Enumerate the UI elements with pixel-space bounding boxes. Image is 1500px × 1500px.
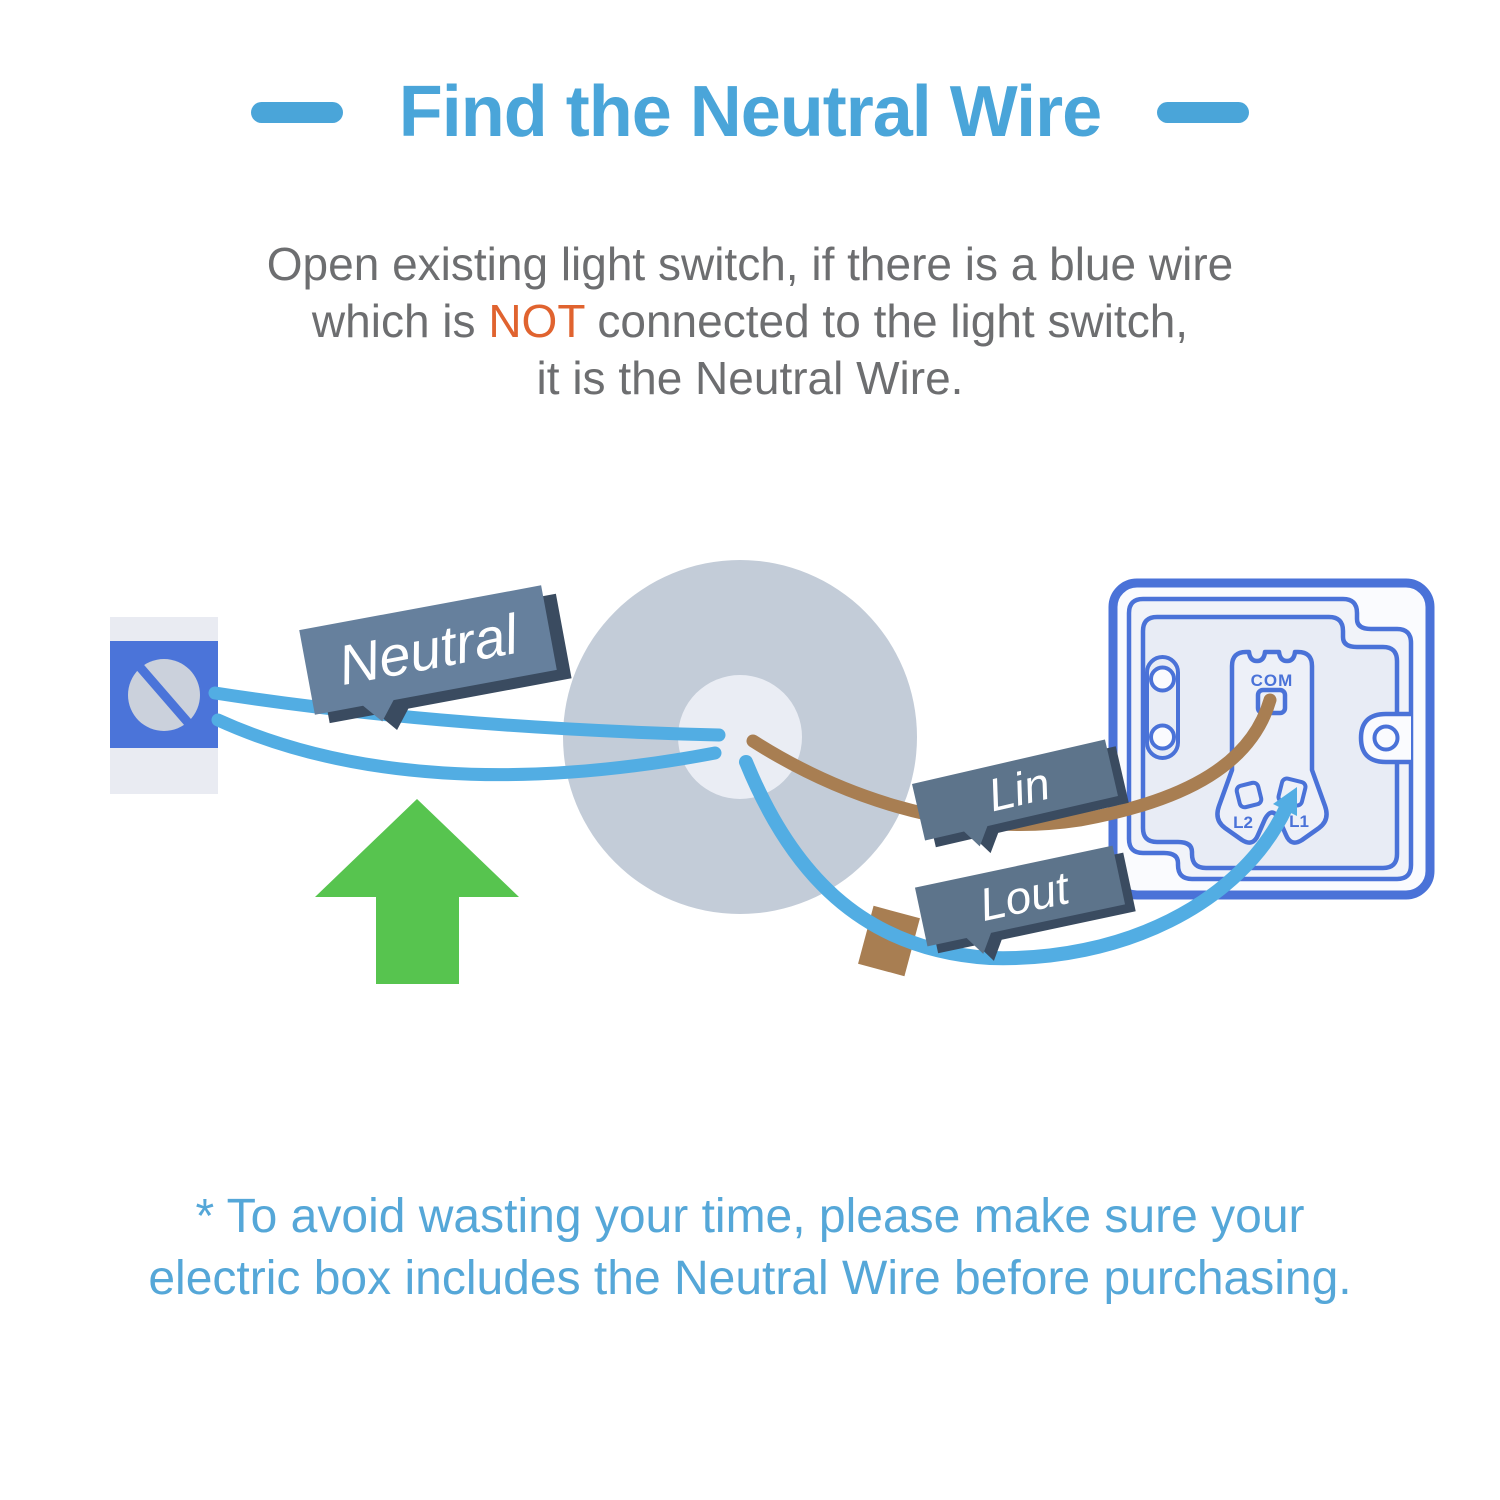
live-in-wire — [746, 693, 1277, 832]
lout-ribbon-label: Lout — [914, 845, 1136, 961]
up-arrow-icon — [315, 799, 519, 984]
footer-line2: electric box includes the Neutral Wire b… — [148, 1252, 1352, 1305]
com-label: COM — [1251, 671, 1294, 690]
l2-terminal — [1234, 780, 1264, 810]
live-out-wire-arrowhead — [1273, 787, 1297, 816]
mount-hole-bottom-icon — [1149, 723, 1176, 751]
lin-ribbon-label: Lin — [912, 739, 1129, 854]
ribbon-face — [299, 585, 557, 722]
intro-paragraph: Open existing light switch, if there is … — [0, 236, 1500, 407]
intro-line2-suffix: connected to the light switch, — [584, 295, 1189, 347]
intro-line2-highlight: NOT — [488, 295, 585, 347]
wall-switch-backbox: COM L2 L1 — [1108, 578, 1435, 900]
ribbon-face — [912, 739, 1118, 847]
side-screw-hole-icon — [1372, 724, 1400, 752]
footer-note: * To avoid wasting your time, please mak… — [0, 1186, 1500, 1310]
intro-line2-prefix: which is — [311, 295, 489, 347]
intro-line3: it is the Neutral Wire. — [536, 352, 964, 404]
title-row: Find the Neutral Wire — [0, 64, 1500, 160]
l1-label: L1 — [1289, 812, 1309, 831]
mount-hole-top-icon — [1149, 665, 1176, 693]
intro-line2: which is NOT connected to the light swit… — [0, 293, 1500, 350]
neutral-wire-top — [208, 686, 726, 742]
page-title: Find the Neutral Wire — [398, 72, 1102, 152]
neutral-wire-bottom — [211, 713, 722, 782]
ribbon-face — [914, 845, 1126, 954]
intro-line1: Open existing light switch, if there is … — [266, 238, 1234, 290]
wiring-diagram: Neutral COM L2 L1 — [110, 560, 1435, 984]
footer-line1: * To avoid wasting your time, please mak… — [195, 1190, 1305, 1243]
title-dash-right — [1157, 101, 1250, 123]
l2-label: L2 — [1233, 813, 1253, 832]
ceiling-rose-inner-circle — [678, 675, 802, 799]
neutral-terminal-block — [110, 617, 218, 794]
live-out-wire — [739, 755, 1293, 966]
neutral-ribbon-label: Neutral — [299, 585, 572, 730]
screw-slot — [135, 663, 195, 729]
title-dash-left — [250, 101, 343, 123]
